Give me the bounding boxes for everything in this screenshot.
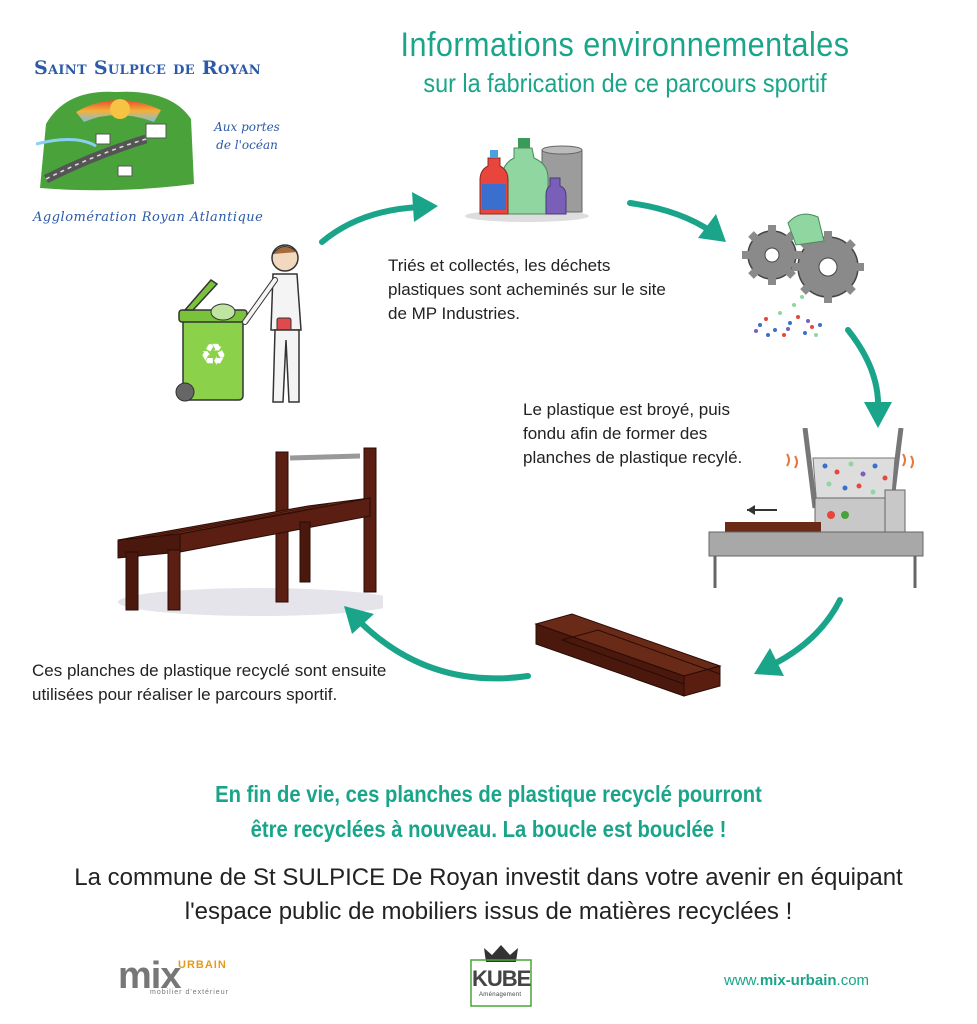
end-of-life-line-1: En fin de vie, ces planches de plastique… — [215, 781, 762, 807]
person-recycling-icon: ♻ — [175, 244, 302, 403]
kube-logo: KUBE Aménagement — [470, 942, 532, 1008]
page-subtitle: sur la fabrication de ce parcours sporti… — [423, 68, 827, 98]
kube-logo-subtitle: Aménagement — [479, 992, 522, 998]
step-use-text: Ces planches de plastique recyclé sont e… — [32, 661, 387, 704]
sport-bench-icon — [117, 447, 383, 616]
cycle-arrows — [319, 192, 892, 682]
plastic-bottles-icon — [465, 138, 589, 222]
mix-urbain-logo: mix URBAIN mobilier d'extérieur — [118, 955, 238, 999]
kube-logo-word: KUBE — [472, 966, 531, 991]
website-prefix: www. — [724, 972, 760, 989]
page-title: Informations environnementales — [400, 26, 850, 64]
tagline-line-2: de l'océan — [216, 138, 278, 152]
recycled-planks-icon — [534, 613, 722, 697]
svg-text:♻: ♻ — [200, 338, 227, 373]
step-melt-text: Le plastique est broyé, puis fondu afin … — [523, 400, 743, 467]
agglomeration-label: Agglomération Royan Atlantique — [33, 210, 264, 225]
crown-icon — [470, 945, 532, 1007]
end-of-life-line-2: être recyclées à nouveau. La boucle est … — [250, 816, 727, 842]
extrusion-machine-icon — [708, 428, 924, 588]
plastic-shredder-icon — [742, 213, 864, 337]
town-landscape-icon — [36, 91, 194, 191]
website-name: mix-urbain — [759, 972, 837, 989]
tagline-line-1: Aux portes — [214, 120, 280, 134]
website-suffix: .com — [836, 972, 870, 989]
town-logo-tagline: Aux portes de l'océan — [207, 118, 287, 154]
commune-statement-line-1: La commune de St SULPICE De Royan invest… — [74, 864, 903, 891]
website-link[interactable]: www.mix-urbain.com — [724, 972, 869, 989]
mix-logo-urbain: URBAIN — [178, 959, 227, 971]
mix-logo-subtitle: mobilier d'extérieur — [150, 989, 229, 996]
town-logo-name: Saint Sulpice de Royan — [34, 57, 261, 79]
step-collect-text: Triés et collectés, les déchets plastiqu… — [388, 256, 666, 323]
mix-logo-word: mix — [118, 955, 181, 997]
commune-statement-line-2: l'espace public de mobiliers issus de ma… — [184, 898, 793, 925]
